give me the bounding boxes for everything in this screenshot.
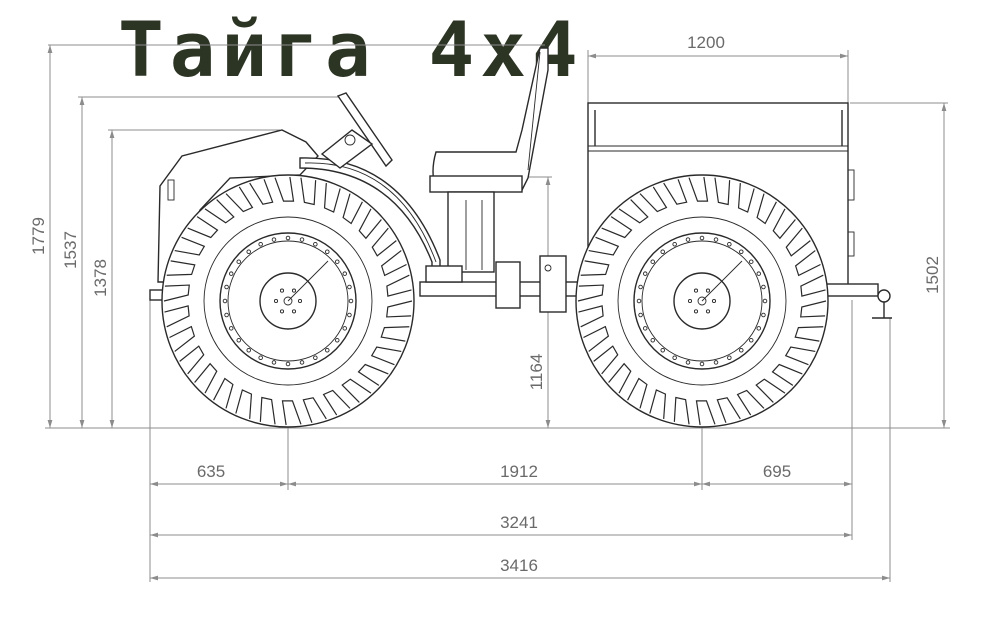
tow-hitch	[825, 283, 892, 319]
overall-length-dimension: 3416	[150, 556, 890, 581]
seat	[429, 47, 549, 273]
rear-overhang-value: 695	[763, 462, 791, 481]
hood-height-dimension: 1378	[91, 129, 280, 428]
front-overhang-value: 635	[197, 462, 225, 481]
wheelbase-value: 1912	[500, 462, 538, 481]
vehicle-title: Тайга 4х4	[118, 5, 584, 94]
seat-back-height-value: 1537	[61, 231, 80, 269]
cargo-bed-height-value: 1502	[923, 256, 942, 294]
seat-height-value: 1164	[527, 354, 546, 391]
wheelbase-dimension: 1912	[288, 462, 702, 487]
body-length-value: 3241	[500, 513, 538, 532]
front-wheel	[161, 174, 415, 428]
cargo-bed-length-dimension: 1200	[587, 33, 849, 110]
overall-height-value: 1779	[29, 217, 48, 255]
front-overhang-dimension: 635	[150, 462, 288, 487]
seat-back-height-dimension: 1537	[61, 96, 340, 428]
driveline	[419, 255, 581, 313]
hood-height-value: 1378	[91, 259, 110, 297]
overall-length-value: 3416	[500, 556, 538, 575]
cargo-bed-length-value: 1200	[687, 33, 725, 52]
cargo-bed-height-dimension: 1502	[850, 102, 948, 428]
body-length-dimension: 3241	[150, 513, 852, 538]
steering-wheel	[320, 92, 393, 169]
rear-wheel	[575, 174, 829, 428]
overall-height-dimension: 1779	[29, 44, 545, 428]
rear-overhang-dimension: 695	[702, 462, 852, 487]
